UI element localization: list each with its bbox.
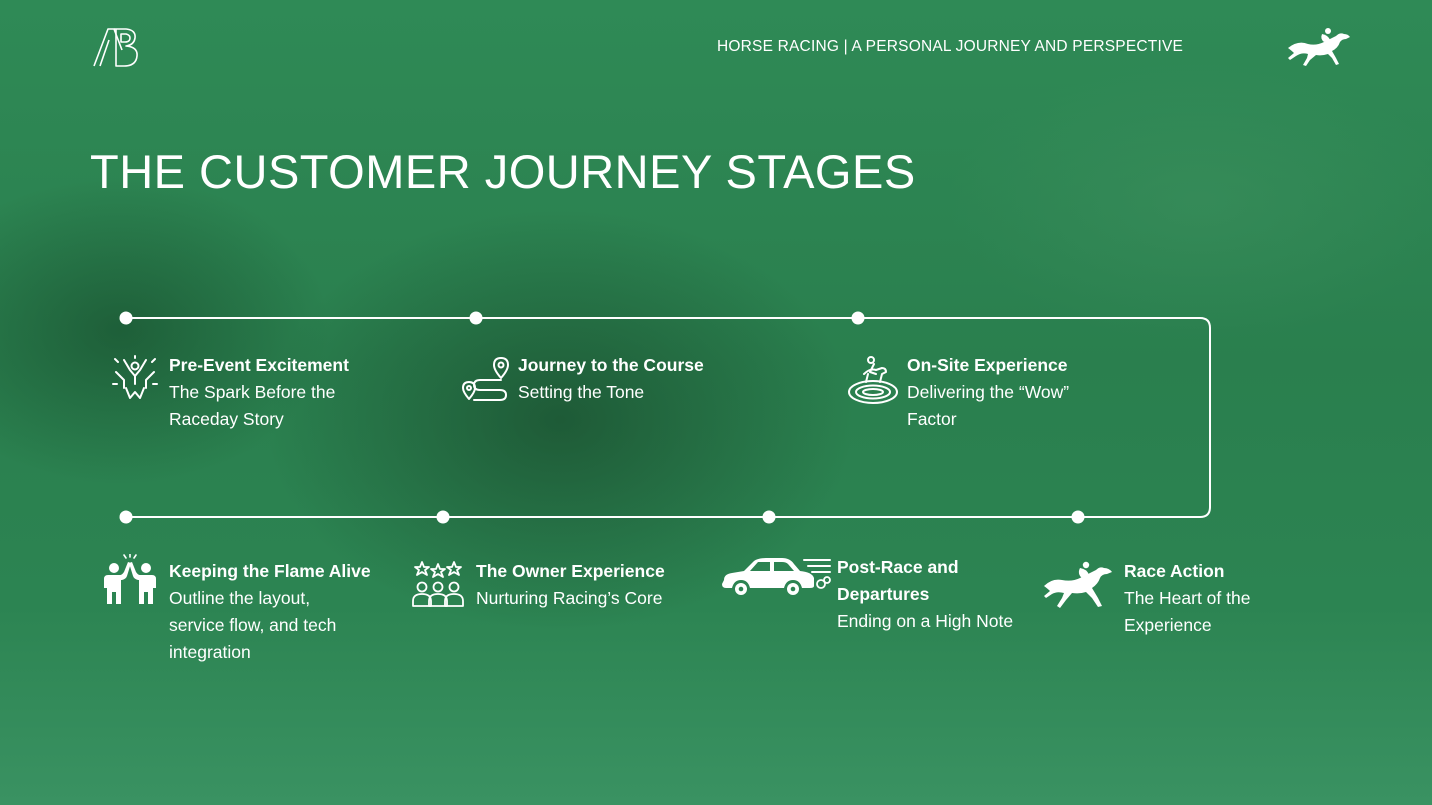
stage-the-owner-experience: The Owner Experience Nurturing Racing’s …	[476, 558, 716, 612]
stage-title: The Owner Experience	[476, 561, 665, 581]
stage-description: Setting the Tone	[518, 382, 645, 402]
stage-title: Post-Race and Departures	[837, 557, 959, 604]
timeline-node	[119, 311, 133, 325]
stage-title: Journey to the Course	[518, 355, 704, 375]
timeline-node	[1071, 510, 1085, 524]
stage-race-action: Race Action The Heart of the Experience	[1124, 558, 1284, 639]
timeline-node	[119, 510, 133, 524]
stage-keeping-the-flame-alive: Keeping the Flame Alive Outline the layo…	[169, 558, 384, 666]
racing-horse-icon	[1044, 561, 1112, 608]
stage-post-race-and-departures: Post-Race and Departures Ending on a Hig…	[837, 554, 1037, 635]
stage-description: Outline the layout, service flow, and te…	[169, 588, 337, 662]
stage-title: Race Action	[1124, 561, 1225, 581]
owners-stars-icon	[412, 561, 464, 607]
timeline-node	[851, 311, 865, 325]
page-title: THE CUSTOMER JOURNEY STAGES	[90, 145, 916, 198]
stage-description: Delivering the “Wow” Factor	[907, 382, 1070, 429]
stage-on-site-experience: On-Site Experience Delivering the “Wow” …	[907, 352, 1107, 433]
racehorse-jockey-icon	[1288, 28, 1350, 66]
stage-title: Pre-Event Excitement	[169, 355, 349, 375]
stage-journey-to-the-course: Journey to the Course Setting the Tone	[518, 352, 758, 406]
stage-description: The Spark Before the Raceday Story	[169, 382, 336, 429]
celebration-icon	[112, 355, 158, 399]
timeline-node	[762, 510, 776, 524]
stage-description: Nurturing Racing’s Core	[476, 588, 663, 608]
stage-pre-event-excitement: Pre-Event Excitement The Spark Before th…	[169, 352, 409, 433]
header-title: HORSE RACING | A PERSONAL JOURNEY AND PE…	[717, 38, 1184, 55]
stage-description: Ending on a High Note	[837, 611, 1014, 631]
timeline-node	[436, 510, 450, 524]
racetrack-jockey-icon	[848, 356, 898, 404]
timeline-node	[469, 311, 483, 325]
stage-title: Keeping the Flame Alive	[169, 561, 371, 581]
stage-description: The Heart of the Experience	[1124, 588, 1251, 635]
car-icon	[722, 558, 831, 595]
friends-high-five-icon	[104, 554, 156, 604]
stage-title: On-Site Experience	[907, 355, 1068, 375]
ab-logo-icon	[93, 28, 138, 67]
route-pin-icon	[462, 357, 509, 401]
